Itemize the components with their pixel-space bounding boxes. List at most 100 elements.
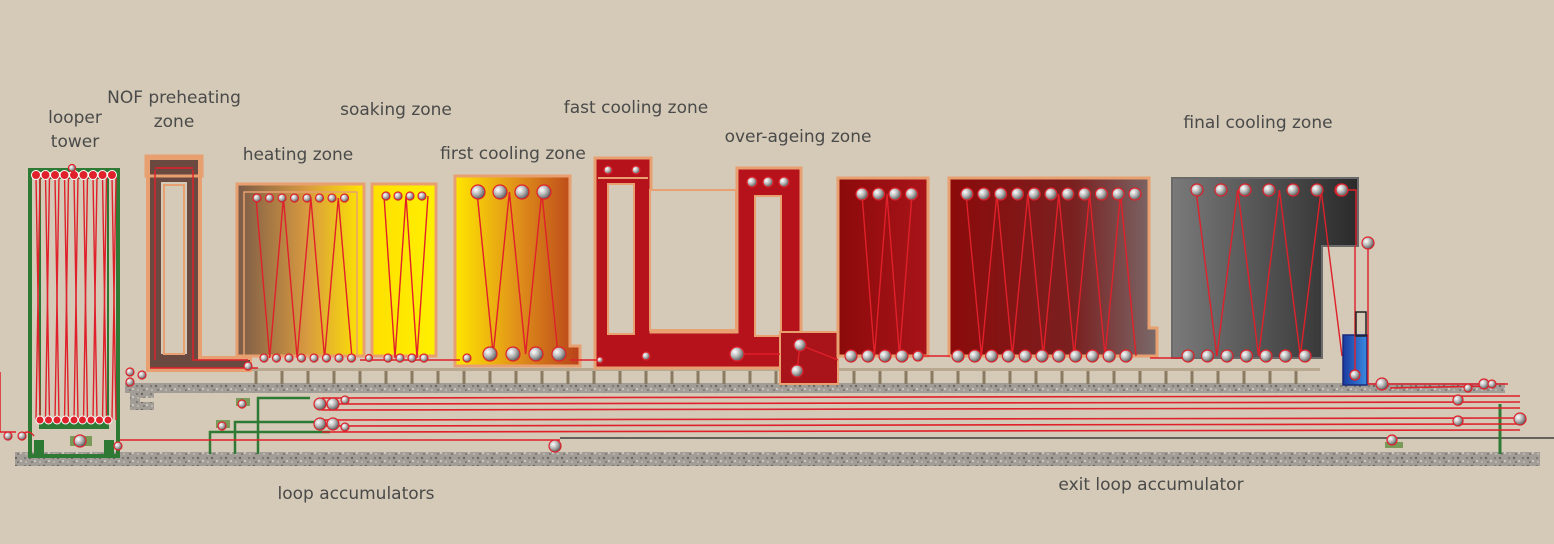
tower-roll-top xyxy=(107,170,117,180)
roll xyxy=(482,346,498,362)
roll xyxy=(993,187,1008,201)
roll xyxy=(1259,349,1273,363)
final-cooling-zone-label: final cooling zone xyxy=(1183,113,1333,133)
roll xyxy=(417,191,427,201)
soaking-strips xyxy=(383,195,429,359)
roll xyxy=(762,176,774,188)
roll xyxy=(1001,349,1016,363)
strip-ends xyxy=(0,372,1508,441)
soaking-zone-label: soaking zone xyxy=(340,100,452,120)
tower-roll-bottom xyxy=(95,415,104,425)
accumulator-strand xyxy=(321,395,1521,399)
roll xyxy=(326,397,340,411)
accumulator-strand xyxy=(321,417,1521,421)
strip-pass xyxy=(476,191,559,355)
roll xyxy=(1349,369,1361,381)
roll xyxy=(1085,349,1100,363)
roll xyxy=(1452,415,1464,427)
tower-roll-bottom xyxy=(69,415,79,425)
roll xyxy=(314,193,325,203)
tower-strip xyxy=(63,175,70,421)
fast-cooling-zone xyxy=(593,156,803,370)
roll xyxy=(551,346,567,362)
roll xyxy=(778,176,790,188)
roll xyxy=(462,353,472,363)
tower-strip xyxy=(82,175,89,421)
roll xyxy=(1061,187,1075,201)
roll xyxy=(1094,187,1109,201)
tower-roll-bottom xyxy=(78,415,87,425)
roll xyxy=(309,353,319,363)
tower-strip xyxy=(35,175,41,421)
final-cooling-zone xyxy=(1171,177,1359,359)
roll xyxy=(1214,183,1228,197)
roll xyxy=(302,193,312,203)
roll xyxy=(1298,349,1312,363)
roll xyxy=(321,353,332,363)
tower-strip xyxy=(44,175,51,421)
quench-tank xyxy=(1342,246,1369,386)
roll xyxy=(284,353,294,363)
roll xyxy=(3,431,13,441)
roll xyxy=(1077,187,1092,201)
accumulator-strand xyxy=(321,401,1521,405)
roll xyxy=(492,184,508,200)
roll xyxy=(861,349,875,363)
roll xyxy=(326,417,340,431)
tower-roll-bottom xyxy=(86,415,96,425)
roll xyxy=(1018,349,1032,363)
roll xyxy=(977,187,991,201)
roll xyxy=(1238,183,1252,197)
accumulator-strand xyxy=(321,423,1521,427)
roll xyxy=(514,184,530,200)
roll xyxy=(844,349,858,363)
over-ageing-strips xyxy=(796,193,1137,372)
roll xyxy=(1200,349,1215,363)
roll xyxy=(1044,187,1058,201)
roll xyxy=(1190,183,1204,197)
tower-strip xyxy=(92,175,98,421)
roll xyxy=(289,193,300,203)
accumulator-strand xyxy=(321,407,1521,411)
roll xyxy=(871,187,886,201)
roll xyxy=(313,417,327,431)
roll xyxy=(888,187,902,201)
roll xyxy=(1286,183,1300,197)
roll xyxy=(984,349,999,363)
roll xyxy=(264,193,275,203)
strip-pass xyxy=(1195,189,1343,357)
roll xyxy=(729,346,745,362)
roll xyxy=(17,431,27,441)
roll xyxy=(405,191,415,201)
roll xyxy=(1487,379,1497,389)
roll xyxy=(1452,394,1464,406)
roll xyxy=(951,349,965,363)
tower-roll-bottom xyxy=(44,415,53,425)
roll xyxy=(596,356,604,364)
roll xyxy=(67,163,77,173)
fast-cooling-zone-label: fast cooling zone xyxy=(563,98,709,118)
roll xyxy=(393,191,403,201)
roll xyxy=(1119,349,1133,363)
tower-roll-top xyxy=(40,170,51,180)
roll xyxy=(271,353,282,363)
roll xyxy=(1262,183,1276,197)
tower-roll-bottom xyxy=(52,415,62,425)
heating-strips xyxy=(255,197,353,359)
roll xyxy=(968,349,982,363)
roll xyxy=(243,361,253,371)
tower-strip xyxy=(54,175,60,421)
looper-tower-strips xyxy=(35,175,117,421)
looper-tower-rolls xyxy=(31,170,117,425)
roll xyxy=(340,422,350,432)
roll xyxy=(1111,187,1125,201)
roll xyxy=(381,191,391,201)
roll xyxy=(383,353,393,363)
tower-roll-top xyxy=(50,170,60,180)
roll xyxy=(790,364,804,378)
roll xyxy=(1375,377,1389,391)
roll xyxy=(603,165,613,175)
